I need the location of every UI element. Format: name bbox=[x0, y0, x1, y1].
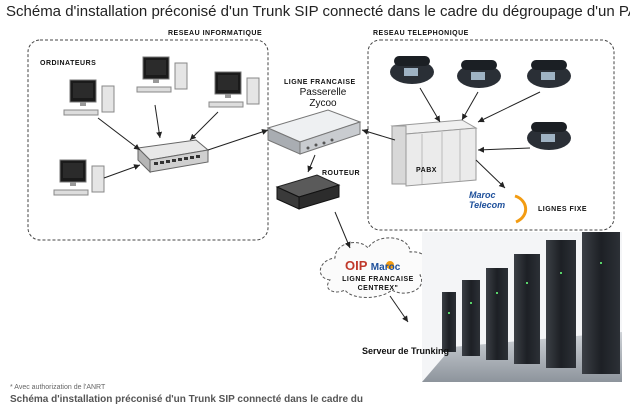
routeur-label: ROUTEUR bbox=[322, 170, 361, 177]
cloud-ligne-francaise-label: LIGNE FRANCAISE bbox=[342, 276, 414, 283]
oip-logo: OIP Maroc bbox=[345, 258, 400, 273]
computer-icon bbox=[208, 71, 260, 108]
reseau-telephonique-box bbox=[367, 39, 615, 231]
maroc-telecom-logo: Maroc Telecom bbox=[469, 190, 521, 210]
phone-icon bbox=[457, 60, 501, 88]
network-switch-icon bbox=[136, 139, 210, 174]
phone-icon bbox=[527, 122, 571, 150]
oip-label: OIP bbox=[345, 258, 368, 273]
pabx-icon bbox=[390, 119, 478, 187]
reseau-informatique-label: RESEAU INFORMATIQUE bbox=[168, 30, 263, 37]
gateway-icon bbox=[266, 109, 362, 155]
oip-maroc-label: Maroc bbox=[370, 262, 401, 273]
ligne-francaise-label: LIGNE FRANCAISE bbox=[284, 79, 356, 86]
server-room-image bbox=[422, 232, 622, 382]
cloud-centrex-label: CENTREX" bbox=[357, 285, 399, 292]
passerelle-label: Passerelle bbox=[299, 87, 347, 98]
reseau-telephonique-label: RESEAU TELEPHONIQUE bbox=[373, 30, 469, 37]
computer-icon bbox=[53, 159, 105, 196]
telecom-label: Telecom bbox=[469, 200, 506, 210]
ordinateurs-label: ORDINATEURS bbox=[40, 60, 97, 67]
zycoo-label: Zycoo bbox=[309, 98, 337, 109]
cloud-icon bbox=[320, 237, 430, 298]
phone-icon bbox=[390, 56, 434, 84]
computer-icon bbox=[136, 56, 188, 93]
serveur-trunking-label: Serveur de Trunking bbox=[362, 346, 450, 356]
page-title: Schéma d'installation préconisé d'un Tru… bbox=[6, 3, 630, 20]
phone-icon bbox=[527, 60, 571, 88]
footer-note: * Avec authorization de l'ANRT bbox=[10, 384, 106, 391]
pabx-label: PABX bbox=[416, 167, 437, 174]
router-icon bbox=[275, 174, 341, 210]
maroc-label: Maroc bbox=[469, 190, 496, 200]
maroc-telecom-logo-icon bbox=[514, 194, 528, 224]
lignes-fixe-label: LIGNES FIXE bbox=[538, 206, 588, 213]
footer-caption: Schéma d'installation préconisé d'un Tru… bbox=[10, 394, 363, 405]
computer-icon bbox=[63, 79, 115, 116]
oip-logo-icon bbox=[386, 261, 394, 269]
